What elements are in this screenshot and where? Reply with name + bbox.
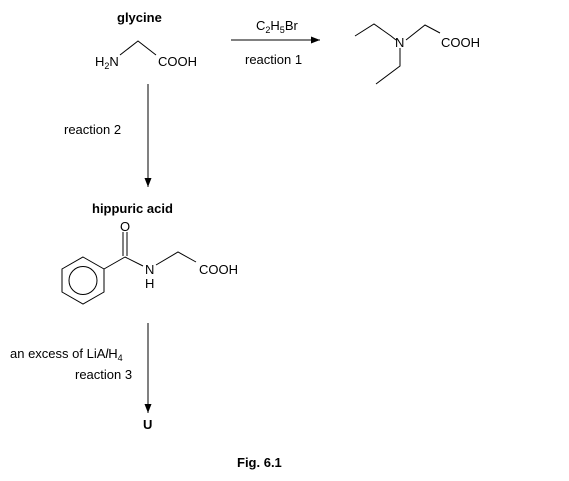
ring-to-carbonyl-bond	[103, 256, 126, 270]
diethyl-product-n: N	[395, 35, 404, 50]
product-u: U	[143, 417, 152, 432]
ethyl-bond-upper	[354, 23, 397, 41]
carbonyl-to-n-bond	[124, 256, 144, 267]
amide-h: H	[145, 276, 154, 291]
diethyl-product-ch2-bonds	[405, 24, 441, 41]
amide-n: N	[145, 262, 154, 277]
benzene-ring	[61, 256, 105, 305]
glycine-structure: H2N COOH	[95, 40, 197, 71]
carbonyl-o: O	[120, 219, 130, 234]
reaction-1-label: reaction 1	[245, 52, 302, 67]
figure-caption: Fig. 6.1	[237, 455, 282, 470]
reaction-3-label: reaction 3	[75, 367, 132, 382]
reaction-2-label: reaction 2	[64, 122, 121, 137]
n-to-ch2-bonds	[155, 251, 197, 266]
glycine-acid-group: COOH	[158, 54, 197, 69]
glycine-amine-h: H	[95, 54, 104, 69]
svg-text:H2N: H2N	[95, 54, 119, 71]
glycine-amine-n: N	[109, 54, 118, 69]
reaction-3-reagent: an excess of LiAlH4	[10, 346, 123, 363]
benzene-ring-circle	[68, 266, 98, 295]
glycine-name: glycine	[117, 10, 162, 25]
glycine-backbone-bonds	[119, 40, 157, 56]
diethyl-product-acid-group: COOH	[441, 35, 480, 50]
hippuric-acid-group: COOH	[199, 262, 238, 277]
hippuric-acid-name: hippuric acid	[92, 201, 173, 216]
hippuric-acid-structure: O N H COOH	[61, 219, 238, 305]
reaction-1-reagent: C2H5Br	[256, 18, 298, 35]
glycine-amine-h-subscript: 2	[104, 61, 109, 71]
diethyl-product-structure: N COOH	[354, 23, 480, 85]
ethyl-bond-lower	[375, 48, 401, 85]
